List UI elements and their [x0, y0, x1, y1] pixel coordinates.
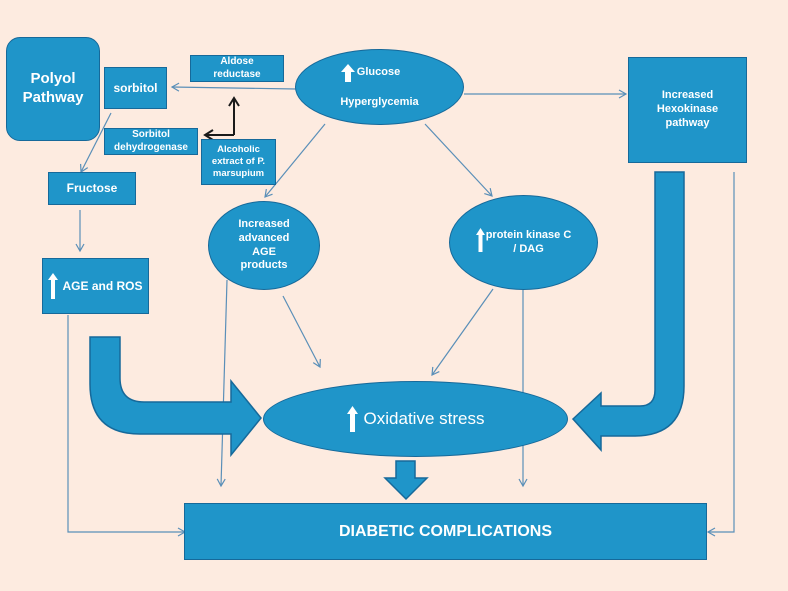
edge-age-products-oxidative [282, 295, 321, 369]
hyperglycemia-node: Glucose Hyperglycemia [295, 49, 464, 125]
edge-sorbitol-fructose [80, 112, 112, 174]
block-arrow-hexokinase-oxidative [571, 171, 685, 452]
hyperglycemia-label: Hyperglycemia [340, 96, 419, 109]
alcoholic-extract-label: Alcoholic extract of P. marsupium [211, 144, 266, 179]
fructose-label: Fructose [66, 181, 118, 195]
age-products-label: Increased advanced AGE products [238, 218, 290, 272]
hexokinase-node: Increased Hexokinase pathway [628, 57, 747, 163]
diabetic-complications-label: DIABETIC COMPLICATIONS [338, 522, 553, 540]
fructose-node: Fructose [48, 172, 136, 205]
block-arrow-age-ros-oxidative [89, 336, 262, 458]
up-arrow-icon [346, 406, 358, 432]
diabetic-complications-node: DIABETIC COMPLICATIONS [184, 503, 707, 560]
edge-age-ros-complications [67, 315, 187, 537]
edge-pkc-oxidative [431, 288, 494, 376]
oxidative-stress-label: Oxidative stress [363, 409, 485, 429]
polyol-pathway-node: Polyol Pathway [6, 37, 100, 141]
alcoholic-extract-node: Alcoholic extract of P. marsupium [201, 139, 276, 185]
edge-age-products-complications [216, 279, 228, 488]
polyol-pathway-label: Polyol Pathway [22, 70, 84, 106]
oxidative-stress-node: Oxidative stress [263, 381, 568, 457]
aldose-reductase-label: Aldose reductase [213, 56, 261, 80]
age-products-node: Increased advanced AGE products [208, 201, 320, 290]
sorbitol-node: sorbitol [104, 67, 167, 109]
pkc-node: protein kinase C / DAG [449, 195, 598, 290]
block-arrow-oxidative-complications [383, 460, 429, 501]
up-arrow-icon [475, 227, 485, 252]
aldose-reductase-node: Aldose reductase [190, 55, 284, 82]
up-arrow-icon [340, 64, 355, 83]
sorbitol-dehydrogenase-label: Sorbitol dehydrogenase [114, 129, 188, 153]
hexokinase-label: Increased Hexokinase pathway [656, 89, 719, 129]
edge-hyperglycemia-sorbitol [170, 82, 297, 92]
up-arrow-icon [48, 273, 59, 299]
edge-hexokinase-complications [706, 172, 735, 537]
edge-hyperglycemia-pkc [424, 123, 493, 197]
sorbitol-dehydrogenase-node: Sorbitol dehydrogenase [104, 128, 198, 155]
pkc-label: protein kinase C / DAG [485, 228, 572, 255]
age-ros-label: AGE and ROS [62, 278, 143, 293]
sorbitol-label: sorbitol [113, 80, 158, 95]
glucose-label: Glucose [356, 66, 401, 79]
age-ros-node: AGE and ROS [42, 258, 149, 314]
